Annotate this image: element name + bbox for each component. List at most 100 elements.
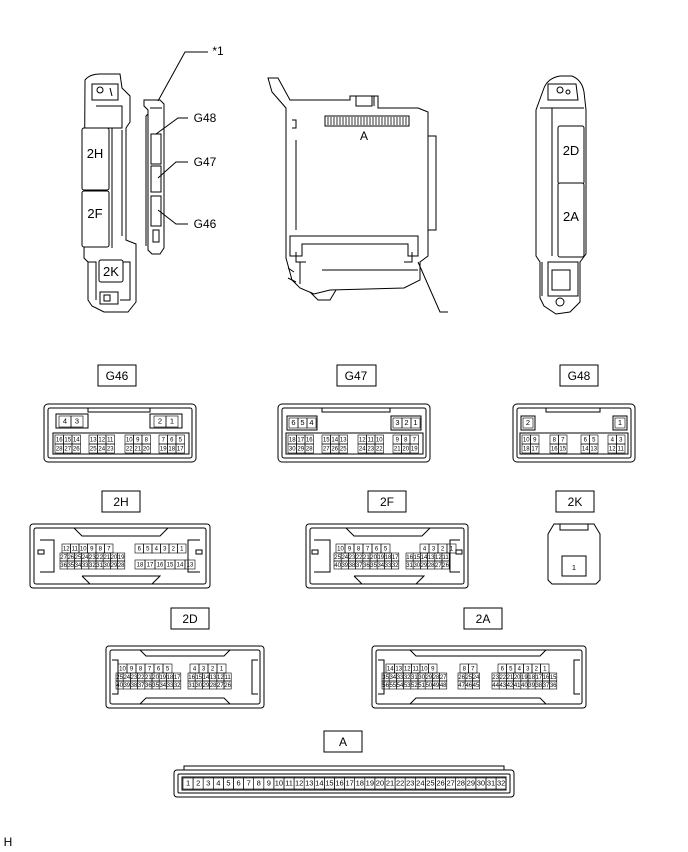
pin-g46-19: 19	[160, 447, 167, 453]
pin-2d-36: 36	[145, 683, 152, 689]
pin-2f-25: 25	[334, 555, 341, 561]
callout-label: *1	[212, 44, 224, 58]
pin-a-4: 4	[216, 779, 220, 788]
pin-2d-28: 28	[210, 683, 217, 689]
pin-2f-11: 11	[442, 555, 449, 561]
pin-2h-5: 5	[146, 547, 150, 553]
pin-a-22: 22	[396, 779, 404, 788]
connector-g47-drawing	[277, 403, 431, 463]
pin-g47-14: 14	[331, 438, 338, 444]
pin-2h-16: 16	[157, 563, 164, 569]
pin-a-8: 8	[257, 779, 261, 788]
pin-2f-30: 30	[413, 563, 420, 569]
pin-a-2: 2	[196, 779, 200, 788]
pin-2a-38: 38	[535, 683, 542, 689]
connector-title-2f: 2F	[380, 495, 394, 509]
pin-g47-13: 13	[340, 438, 347, 444]
pin-g46-27: 27	[64, 447, 71, 453]
pin-2d-12: 12	[217, 675, 224, 681]
pin-2a-12: 12	[404, 667, 411, 673]
pin-g46-18: 18	[168, 447, 175, 453]
component-label-2f: 2F	[87, 206, 102, 221]
pin-2d-29: 29	[203, 683, 210, 689]
pin-a-12: 12	[295, 779, 303, 788]
title-box-2d	[170, 607, 210, 630]
pin-2d-13: 13	[210, 675, 217, 681]
pin-g47-6: 6	[291, 418, 295, 427]
pin-2a-10: 10	[421, 667, 428, 673]
pin-g47-25: 25	[340, 447, 347, 453]
pin-2d-15: 15	[195, 675, 202, 681]
pin-cell	[304, 443, 314, 454]
pin-2a-2: 2	[535, 667, 539, 673]
pin-2f-8: 8	[357, 547, 361, 553]
component-label-2k: 2K	[103, 264, 119, 279]
pin-2f-20: 20	[370, 555, 377, 561]
pin-a-31: 31	[487, 779, 495, 788]
pin-g47-11: 11	[368, 438, 375, 444]
pin-2d-39: 39	[123, 683, 130, 689]
pin-2a-53: 53	[404, 683, 411, 689]
pin-cell	[495, 777, 507, 790]
pin-a-3: 3	[206, 779, 210, 788]
pin-2h-22: 22	[96, 555, 103, 561]
pin-2a-44: 44	[492, 683, 499, 689]
pin-2d-8: 8	[139, 667, 143, 673]
pin-g48-15: 15	[559, 447, 566, 453]
pin-2a-6: 6	[501, 667, 505, 673]
pin-a-17: 17	[345, 779, 353, 788]
pin-2f-39: 39	[341, 563, 348, 569]
pin-2d-2: 2	[211, 667, 215, 673]
pin-2h-9: 9	[90, 547, 94, 553]
connector-g46-drawing	[43, 403, 197, 463]
left-unit-drawing	[81, 73, 165, 313]
pin-a-13: 13	[305, 779, 313, 788]
pin-g46-7: 7	[162, 438, 166, 444]
pin-2a-16: 16	[543, 675, 550, 681]
pin-2d-31: 31	[188, 683, 195, 689]
leader-line-g48	[155, 117, 188, 135]
pin-cell	[616, 443, 626, 454]
pin-a-5: 5	[226, 779, 230, 788]
pin-g46-25: 25	[90, 447, 97, 453]
pin-2h-30: 30	[103, 563, 110, 569]
pin-cell	[338, 443, 348, 454]
pin-cell	[374, 443, 384, 454]
pin-2f-38: 38	[349, 563, 356, 569]
pin-g46-10: 10	[126, 438, 133, 444]
pin-2f-5: 5	[384, 547, 388, 553]
pin-g47-5: 5	[300, 418, 304, 427]
pin-g46-15: 15	[64, 438, 71, 444]
pin-2h-18: 18	[137, 563, 144, 569]
pin-g47-17: 17	[297, 438, 304, 444]
pin-2a-49: 49	[433, 683, 440, 689]
pin-2h-6: 6	[138, 547, 142, 553]
pin-cell	[441, 560, 450, 570]
pin-a-9: 9	[267, 779, 271, 788]
pin-g46-9: 9	[136, 438, 140, 444]
pin-g47-10: 10	[376, 438, 383, 444]
pin-cell	[141, 443, 151, 454]
pin-2a-15: 15	[550, 675, 557, 681]
pin-2a-39: 39	[528, 683, 535, 689]
pin-cell	[522, 417, 534, 429]
pin-g48-16: 16	[551, 447, 558, 453]
pin-g46-22: 22	[126, 447, 133, 453]
pin-g48-17: 17	[531, 447, 538, 453]
leader-line-g47	[157, 161, 188, 179]
pin-a-29: 29	[467, 779, 475, 788]
pin-2d-22: 22	[138, 675, 145, 681]
pin-a-28: 28	[457, 779, 465, 788]
pin-g48-18: 18	[523, 447, 530, 453]
pin-2d-24: 24	[123, 675, 130, 681]
pin-2h-35: 35	[67, 563, 74, 569]
pin-2f-14: 14	[421, 555, 428, 561]
pin-2f-15: 15	[413, 555, 420, 561]
pin-2a-48: 48	[440, 683, 447, 689]
pin-2d-17: 17	[174, 675, 181, 681]
pin-g47-9: 9	[396, 438, 400, 444]
pin-g47-18: 18	[289, 438, 296, 444]
pin-cell	[70, 415, 84, 428]
pin-2f-2: 2	[441, 547, 445, 553]
connector-a-drawing	[173, 765, 515, 798]
